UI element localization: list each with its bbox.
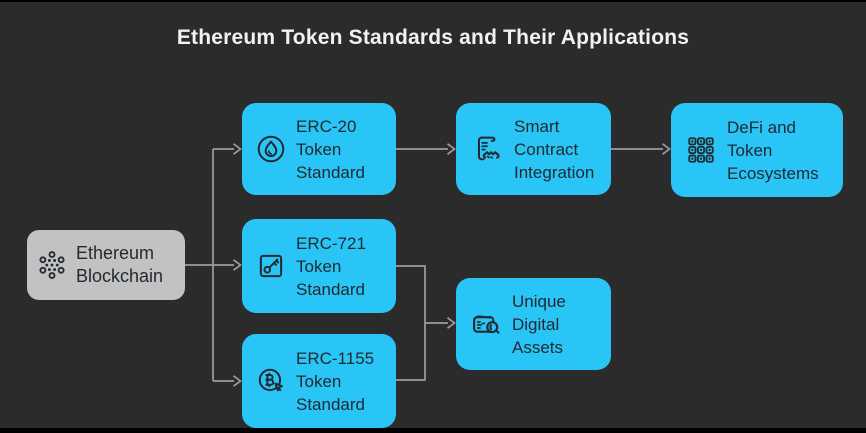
node-smart-contract-integration: Smart Contract Integration xyxy=(456,103,611,195)
node-ethereum-blockchain: Ethereum Blockchain xyxy=(27,230,185,300)
node-label-line: Token xyxy=(296,139,342,159)
node-label-line: Standard xyxy=(296,162,365,182)
key-token-icon xyxy=(255,250,287,282)
edge-ethereum-erc721 xyxy=(213,259,242,271)
node-label-line: Ethereum xyxy=(76,243,155,263)
node-label: ERC-1155 Token Standard xyxy=(296,347,374,416)
node-label-line: Standard xyxy=(296,394,365,414)
edge-ethereum-trunk xyxy=(185,149,214,381)
arrowhead-icon xyxy=(446,317,456,329)
node-label-line: Ecosystems xyxy=(727,163,819,183)
diagram-title: Ethereum Token Standards and Their Appli… xyxy=(176,26,690,49)
node-erc20-token-standard: ERC-20 Token Standard xyxy=(242,103,396,195)
bottom-edge-bar xyxy=(0,428,866,433)
node-label-line: ERC-1155 xyxy=(296,348,375,368)
flame-token-icon xyxy=(255,133,287,165)
node-erc721-token-standard: ERC-721 Token Standard xyxy=(242,219,396,313)
node-label-line: ERC-721 xyxy=(296,233,366,253)
node-label-line: Token xyxy=(296,256,342,276)
edge-merge-unique xyxy=(425,317,456,329)
arrowhead-icon xyxy=(661,143,671,155)
arrowhead-icon xyxy=(232,143,242,155)
edge-erc721-unique xyxy=(396,265,426,323)
node-label: Unique Digital Assets xyxy=(512,290,566,359)
arrowhead-icon xyxy=(446,143,456,155)
node-label-line: Smart xyxy=(514,116,560,136)
node-erc1155-token-standard: ERC-1155 Token Standard xyxy=(242,334,396,428)
node-defi-token-ecosystems: DeFi and Token Ecosystems xyxy=(671,103,843,197)
node-label: Smart Contract Integration xyxy=(514,115,594,184)
blocks-grid-icon xyxy=(684,133,718,167)
contract-handshake-icon xyxy=(469,131,505,167)
arrowhead-icon xyxy=(232,259,242,271)
node-label-line: Contract xyxy=(514,139,579,159)
edge-erc20-smart-contract xyxy=(396,143,456,155)
network-nodes-icon xyxy=(37,250,67,280)
edge-erc1155-unique xyxy=(396,323,426,381)
node-label-line: Assets xyxy=(512,337,564,357)
arrowhead-icon xyxy=(232,375,242,387)
node-label: Ethereum Blockchain xyxy=(76,242,163,288)
node-label: ERC-721 Token Standard xyxy=(296,232,366,301)
node-label-line: DeFi and xyxy=(727,117,796,137)
crypto-select-icon xyxy=(255,365,287,397)
node-label-line: ERC-20 xyxy=(296,116,357,136)
node-label-line: Token xyxy=(296,371,342,391)
edge-smart-contract-defi xyxy=(611,143,671,155)
node-unique-digital-assets: Unique Digital Assets xyxy=(456,278,611,370)
node-label: ERC-20 Token Standard xyxy=(296,115,365,184)
edge-ethereum-erc20 xyxy=(213,143,242,155)
node-label-line: Token xyxy=(727,140,773,160)
edge-ethereum-erc1155 xyxy=(213,375,242,387)
wallet-coin-icon xyxy=(469,307,503,341)
node-label-line: Unique xyxy=(512,291,566,311)
top-edge-bar xyxy=(0,0,866,2)
node-label-line: Digital xyxy=(512,314,560,334)
node-label-line: Blockchain xyxy=(76,266,164,286)
node-label-line: Standard xyxy=(296,279,365,299)
node-label-line: Integration xyxy=(514,162,595,182)
node-label: DeFi and Token Ecosystems xyxy=(727,116,819,185)
